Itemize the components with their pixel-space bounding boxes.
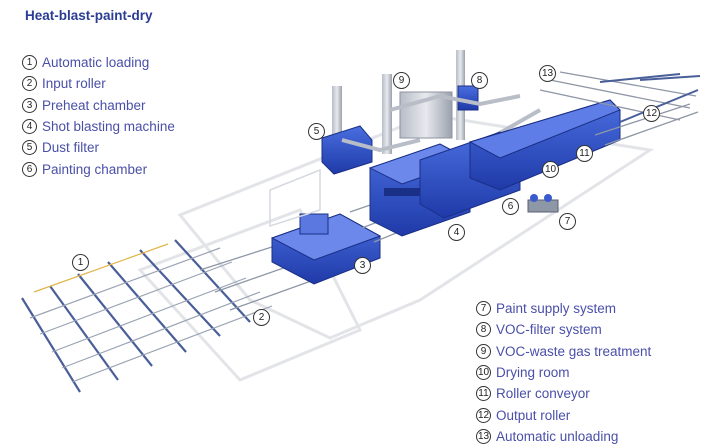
legend-number: 1: [22, 55, 37, 71]
drying-room: [468, 99, 621, 191]
output-roller-frame: [599, 73, 701, 123]
legend-label: Automatic loading: [42, 55, 150, 71]
callout-output-roller: 12: [643, 105, 660, 122]
legend-item-shot-blasting-machine: 4 Shot blasting machine: [22, 116, 175, 137]
callout-voc-filter-system: 8: [471, 72, 488, 89]
legend-label: Paint supply system: [496, 301, 617, 317]
callout-painting-chamber: 6: [502, 198, 519, 215]
input-roller-rails: [29, 243, 273, 383]
legend-number: 3: [22, 97, 37, 113]
legend-label: Input roller: [42, 76, 106, 92]
callout-automatic-unloading: 13: [539, 65, 556, 82]
legend-label: VOC-filter system: [496, 322, 602, 338]
legend-label: Roller conveyor: [496, 386, 590, 402]
legend-label: Output roller: [496, 407, 571, 423]
legend-label: VOC-waste gas treatment: [496, 343, 652, 359]
legend-left: 1 Automatic loading 2 Input roller 3 Prehea…: [22, 52, 175, 180]
callout-dust-filter: 5: [308, 123, 325, 140]
side-wall-frame: [269, 168, 321, 228]
callout-voc-waste-gas-treatment: 9: [393, 72, 410, 89]
legend-number: 12: [476, 407, 491, 423]
legend-number: 2: [22, 76, 37, 92]
legend-number: 8: [476, 322, 491, 338]
legend-label: Shot blasting machine: [42, 119, 175, 135]
legend-number: 13: [476, 428, 491, 444]
legend-item-output-roller: 12 Output roller: [476, 404, 651, 425]
dust-filter: [321, 86, 373, 175]
callout-shot-blasting-machine: 4: [448, 224, 465, 241]
diagram-title: Heat-blast-paint-dry: [25, 8, 153, 23]
legend-label: Painting chamber: [42, 161, 148, 177]
legend-item-preheat-chamber: 3 Preheat chamber: [22, 95, 175, 116]
legend-number: 10: [476, 365, 491, 381]
legend-item-automatic-loading: 1 Automatic loading: [22, 52, 175, 73]
callout-preheat-chamber: 3: [354, 257, 371, 274]
legend-number: 6: [22, 161, 37, 177]
legend-label: Dust filter: [42, 140, 100, 156]
legend-number: 5: [22, 140, 37, 156]
paint-supply-unit: [527, 194, 559, 213]
preheat-chamber: [270, 213, 382, 285]
legend-item-painting-chamber: 6 Painting chamber: [22, 158, 175, 179]
legend-label: Preheat chamber: [42, 97, 146, 113]
legend-item-voc-filter-system: 8 VOC-filter system: [476, 319, 651, 340]
callout-input-roller: 2: [253, 309, 270, 326]
legend-number: 4: [22, 119, 37, 135]
legend-item-paint-supply-system: 7 Paint supply system: [476, 298, 651, 319]
voc-filter-tower: [457, 85, 479, 111]
legend-item-voc-waste-gas-treatment: 9 VOC-waste gas treatment: [476, 341, 651, 362]
legend-number: 9: [476, 343, 491, 359]
legend-label: Drying room: [496, 365, 570, 381]
legend-number: 7: [476, 301, 491, 317]
legend-number: 11: [476, 386, 491, 402]
callout-drying-room: 10: [542, 161, 559, 178]
callout-paint-supply-system: 7: [559, 213, 576, 230]
input-roller-field: [21, 239, 251, 393]
legend-item-roller-conveyor: 11 Roller conveyor: [476, 383, 651, 404]
legend-item-input-roller: 2 Input roller: [22, 73, 175, 94]
legend-item-automatic-unloading: 13 Automatic unloading: [476, 426, 651, 447]
legend-item-dust-filter: 5 Dust filter: [22, 137, 175, 158]
legend-item-drying-room: 10 Drying room: [476, 362, 651, 383]
legend-label: Automatic unloading: [496, 428, 619, 444]
callout-automatic-loading: 1: [72, 254, 89, 271]
callout-roller-conveyor: 11: [576, 145, 593, 162]
